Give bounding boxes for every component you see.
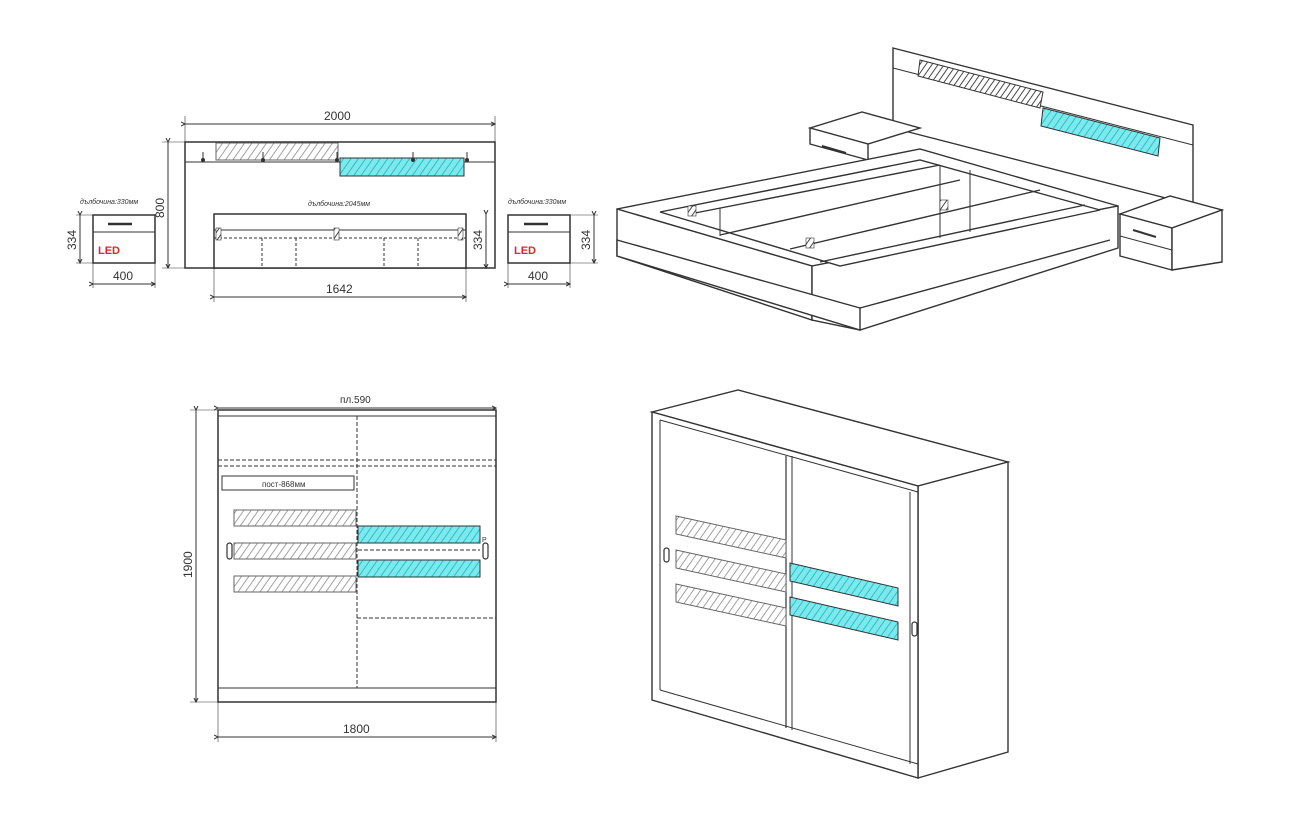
left-door-handle [226,542,233,560]
nightstand-right-depth-label: дълбочина:330мм [508,198,566,206]
bed-inner-width-label: 1642 [326,282,353,296]
nightstand-right-led-label: LED [514,245,536,257]
nightstand-left-led-label: LED [98,245,120,257]
iso-headboard-dark-panel [917,59,1044,109]
nightstand-left-width-label: 400 [113,269,133,283]
wardrobe-cyan-stripe-1 [357,525,481,544]
nightstand-right-height-label: 334 [579,230,593,250]
wardrobe-height-label: 1900 [181,551,195,578]
bed-side-height-label: 334 [471,230,485,250]
wardrobe-inner-label: пост-868мм [262,480,305,489]
wardrobe-isometric [649,389,1011,779]
nightstand-right-front: дълбочина:330мм LED 334 400 [508,198,598,288]
nightstand-left-depth-label: дълбочина:330мм [80,198,138,206]
wardrobe-cyan-stripe-2 [357,559,481,578]
bed-height-label: 800 [153,198,167,218]
wardrobe-shelf-label: пл.590 [340,395,371,406]
wardrobe-p-label: P [482,537,487,544]
bed-width-label: 2000 [324,109,351,123]
wardrobe-gray-stripe-1 [233,509,357,527]
nightstand-left-height-label: 334 [65,230,79,250]
headboard-gray-panel [215,142,339,161]
iso-headboard-cyan-panel [1040,107,1161,157]
wardrobe-front-view: пл.590 пост-868мм P 1900 1800 [181,395,496,742]
wardrobe-inner-rail [221,475,355,491]
wardrobe-gray-stripe-2 [233,542,357,560]
headboard-cyan-led-panel [339,157,465,177]
bed-base [213,213,467,269]
wardrobe-width-label: 1800 [343,722,370,736]
nightstand-right-width-label: 400 [528,269,548,283]
wardrobe-gray-stripe-3 [233,575,357,593]
nightstand-left-front: дълбочина:330мм LED 334 400 [65,198,155,288]
bed-depth-label: дълбочина:2045мм [308,200,370,208]
bed-isometric [616,47,1225,331]
right-door-handle [482,542,489,560]
bed-front-view: 2000 800 дълбочина:2045мм [153,109,495,302]
